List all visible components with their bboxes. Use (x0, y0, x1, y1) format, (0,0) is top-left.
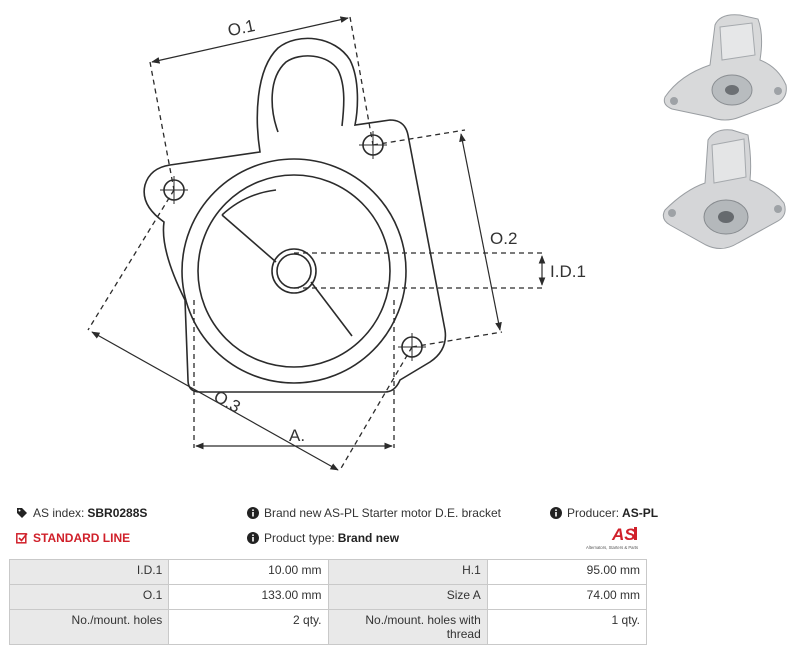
bracket-photo-top[interactable] (660, 5, 790, 125)
product-description: Brand new AS-PL Starter motor D.E. brack… (247, 506, 501, 520)
dimension-arrows (91, 16, 546, 471)
as-index-label: AS index: (33, 506, 85, 520)
spec-value: 74.00 mm (486, 584, 648, 610)
dim-label-o2: O.2 (490, 229, 517, 248)
dim-label-a: A. (289, 426, 305, 445)
table-row: O.1 133.00 mm Size A 74.00 mm (8, 584, 648, 610)
spec-value: 2 qty. (168, 609, 329, 645)
as-pl-logo: AS Alternators, Starters & Parts (586, 525, 638, 550)
product-type: Product type: Brand new (247, 531, 399, 545)
spec-key: No./mount. holes with thread (327, 609, 488, 645)
table-row: No./mount. holes 2 qty. No./mount. holes… (8, 609, 648, 645)
checkbox-icon (16, 533, 28, 544)
producer-label: Producer: (567, 506, 620, 520)
product-type-value: Brand new (337, 531, 400, 545)
dim-label-id1: I.D.1 (550, 262, 586, 281)
spec-value: 10.00 mm (168, 559, 329, 585)
table-row: I.D.1 10.00 mm H.1 95.00 mm (8, 559, 648, 585)
as-index: AS index: SBR0288S (16, 506, 147, 520)
product-type-label: Product type: (264, 531, 335, 545)
spec-key: O.1 (8, 584, 170, 610)
info-icon (550, 507, 562, 519)
standard-line-text: STANDARD LINE (33, 531, 131, 545)
producer: Producer: AS-PL (550, 506, 658, 520)
logo-text: AS (611, 525, 636, 544)
info-icon (247, 532, 259, 544)
bracket-photo-bottom[interactable] (660, 125, 790, 260)
dim-label-o1: O.1 (226, 16, 257, 40)
bracket-outline (143, 37, 447, 393)
spec-value: 95.00 mm (486, 559, 648, 585)
logo-tagline: Alternators, Starters & Parts (586, 545, 638, 550)
dimension-lines (87, 16, 545, 471)
as-index-value: SBR0288S (87, 506, 148, 520)
info-icon (247, 507, 259, 519)
spec-key: No./mount. holes (8, 609, 170, 645)
spec-key: Size A (327, 584, 488, 610)
spec-key: I.D.1 (8, 559, 170, 585)
technical-drawing: O.1 O.2 I.D.1 O.3 A. (87, 16, 586, 471)
spec-value: 1 qty. (486, 609, 648, 645)
spec-value: 133.00 mm (168, 584, 329, 610)
spec-key: H.1 (327, 559, 488, 585)
specs-table: I.D.1 10.00 mm H.1 95.00 mm O.1 133.00 m… (8, 559, 648, 645)
producer-value: AS-PL (622, 506, 659, 520)
description-text: Brand new AS-PL Starter motor D.E. brack… (264, 506, 501, 520)
standard-line-badge: STANDARD LINE (16, 531, 130, 545)
tag-icon (17, 508, 27, 518)
